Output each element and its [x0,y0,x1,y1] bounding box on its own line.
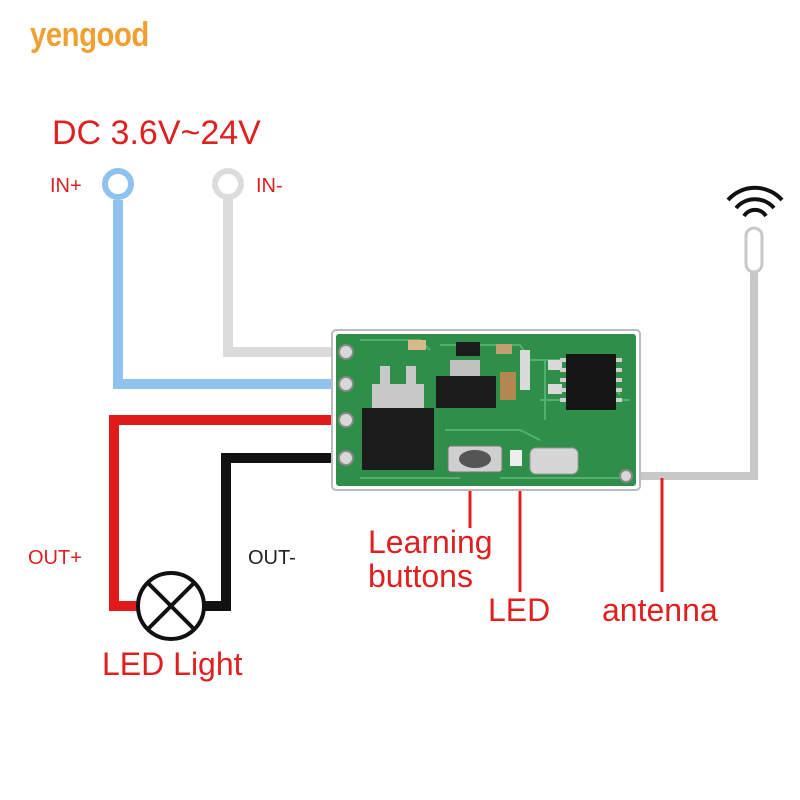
out-plus-label: OUT+ [28,547,82,569]
led-light-label: LED Light [102,646,243,682]
voltage-title: DC 3.6V~24V [52,114,261,152]
in-minus-wire [223,196,348,357]
brand-watermark: yengood [30,16,149,54]
antenna-label: antenna [602,592,718,628]
out-plus-wire [109,415,348,611]
wifi-signal-icon [726,185,784,218]
in-plus-label: IN+ [50,175,82,197]
antenna-tip [744,226,764,274]
learning-buttons-label-line2: buttons [368,558,473,594]
out-minus-wire [204,453,348,611]
led-label: LED [488,592,551,628]
learning-buttons-label-line1: Learning [368,524,493,560]
in-minus-terminal [212,168,244,200]
led-lamp-icon [136,571,206,641]
in-plus-wire [113,200,348,389]
antenna-wire [628,262,758,480]
in-minus-label: IN- [256,175,283,197]
out-minus-label: OUT- [248,547,296,569]
receiver-pcb [331,329,641,491]
in-plus-terminal [102,168,134,200]
